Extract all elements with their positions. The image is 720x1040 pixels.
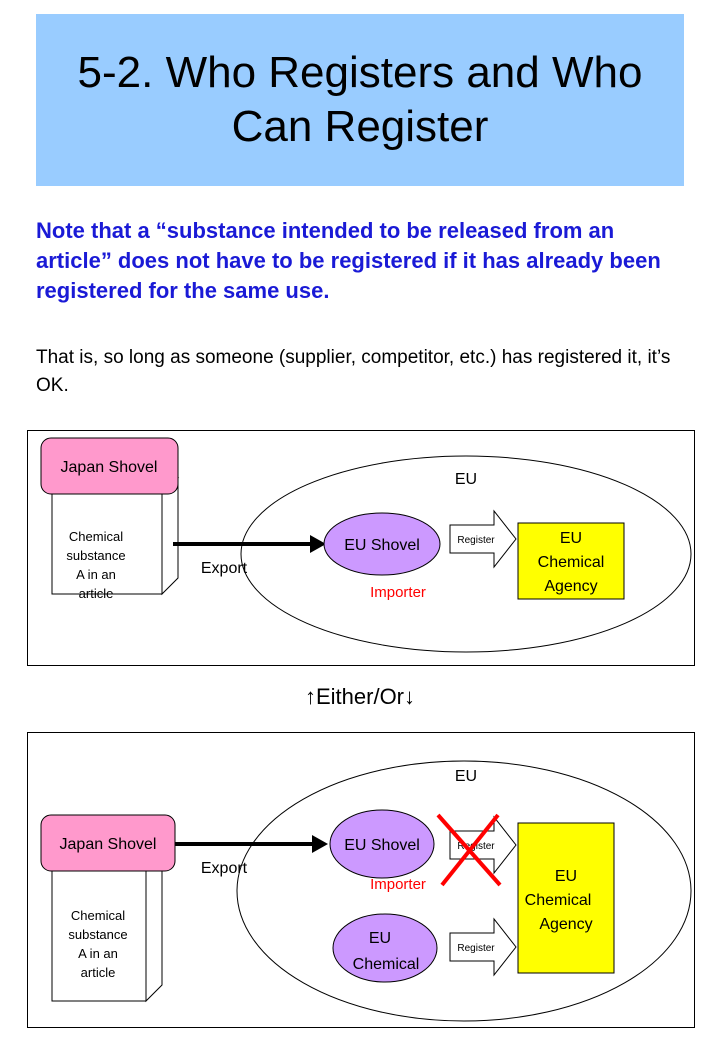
register-arrow-top [449,815,517,875]
eu-shovel-label: EU Shovel [344,537,420,554]
export-label: Export [201,860,248,877]
agency-line-2: Chemical [538,554,605,571]
japan-shovel-label: Japan Shovel [60,836,157,853]
chemical-substance-box: Chemical substance A in an article [50,853,164,1003]
note-text: Note that a “substance intended to be re… [36,218,661,303]
agency-line-1: EU [555,868,577,885]
register-label-top: Register [457,841,495,852]
agency-line-3: Agency [539,916,592,933]
eu-chemical-ellipse [332,913,438,983]
export-arrow-head [310,535,326,553]
sub-note-text: That is, so long as someone (supplier, c… [36,347,671,396]
substance-line-1: Chemical [71,908,125,923]
either-or-label: ↑Either/Or↓ [304,684,416,709]
eu-shovel-ellipse [323,512,441,576]
importer-label: Importer [370,876,426,893]
eu-label: EU [455,471,477,488]
substance-line-4: article [81,965,116,980]
register-arrow [449,509,517,569]
eu-chemical-line-2: Chemical [353,956,420,973]
eu-chemical-line-1: EU [369,930,391,947]
agency-line-3: Agency [544,578,597,595]
importer-label: Importer [370,584,426,601]
eu-region-ellipse [240,455,692,653]
export-label: Export [201,560,248,577]
substance-line-2: substance [66,548,125,563]
diagram-panel-1: EU Chemical substance A in an article Ja… [27,430,695,666]
eu-shovel-ellipse [329,809,435,879]
chemical-substance-box: Chemical substance A in an article [50,476,180,601]
eu-chemical-agency-box [517,522,625,600]
substance-line-4: article [79,586,114,601]
substance-line-3: A in an [78,946,118,961]
eu-region-ellipse [236,760,692,1022]
substance-line-3: A in an [76,567,116,582]
substance-line-2: substance [68,927,127,942]
page-title: 5-2. Who Registers and Who Can Register [77,48,643,151]
japan-shovel-box [40,437,179,495]
agency-line-2: Chemical [525,892,592,909]
diagram-2-svg: EU Chemical substance A in an article Ja… [40,760,692,1022]
cross-line-2 [440,813,500,887]
register-label: Register [457,535,495,546]
register-arrow-bottom [449,917,517,977]
diagram-panel-2: EU Chemical substance A in an article Ja… [27,732,695,1028]
japan-shovel-label: Japan Shovel [61,459,158,476]
diagram-1-svg: EU Chemical substance A in an article Ja… [40,437,692,653]
eu-shovel-label: EU Shovel [344,837,420,854]
substance-line-1: Chemical [69,529,123,544]
title-banner: 5-2. Who Registers and Who Can Register [36,14,684,186]
eu-chemical-agency-box [517,822,615,974]
eu-label: EU [455,768,477,785]
register-label-bottom: Register [457,943,495,954]
export-arrow-head [312,835,328,853]
agency-line-1: EU [560,530,582,547]
